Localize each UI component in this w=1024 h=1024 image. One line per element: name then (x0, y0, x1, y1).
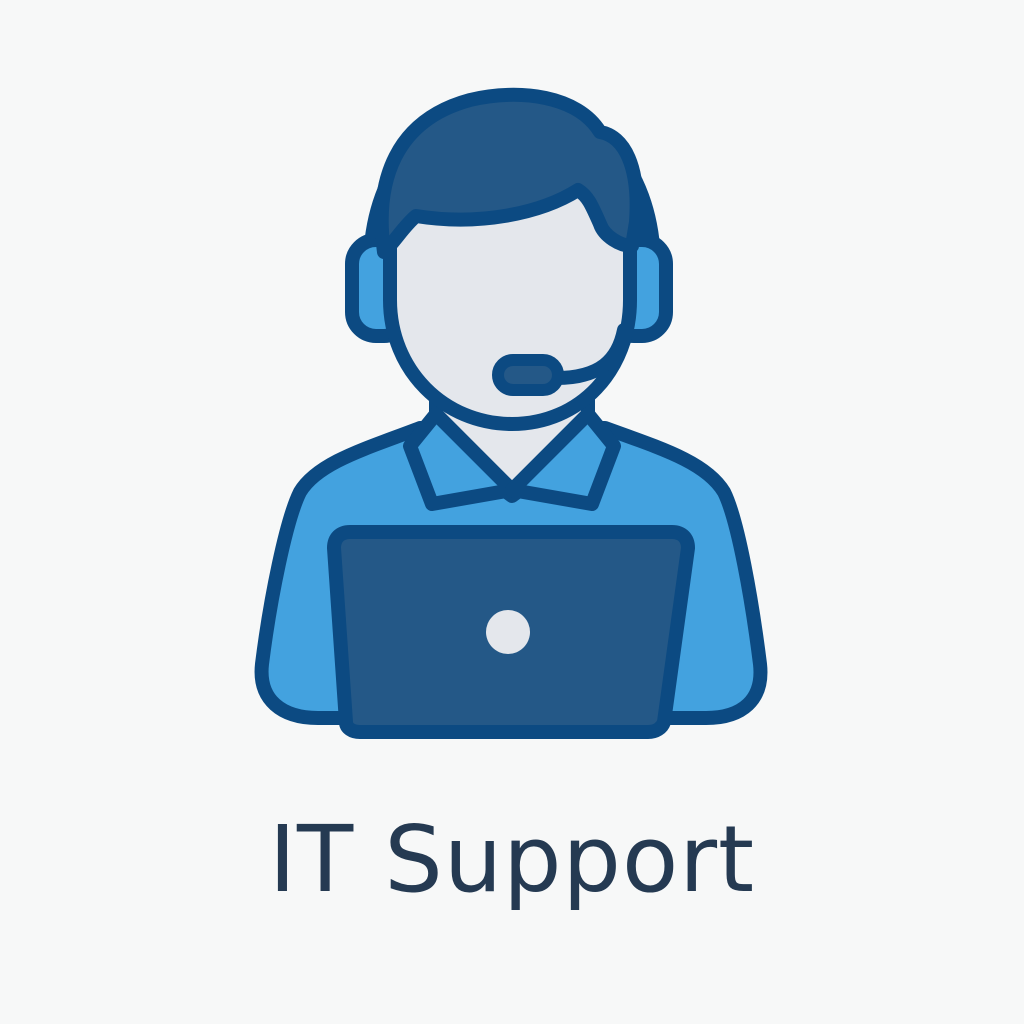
headset-mic-boom (549, 323, 631, 385)
page-title: IT Support (268, 806, 756, 913)
headset-mic (492, 354, 564, 396)
it-support-agent-icon (254, 87, 768, 739)
laptop-logo (486, 610, 530, 654)
collar-left (403, 407, 519, 511)
collar-right (505, 407, 621, 511)
hair (374, 87, 644, 259)
